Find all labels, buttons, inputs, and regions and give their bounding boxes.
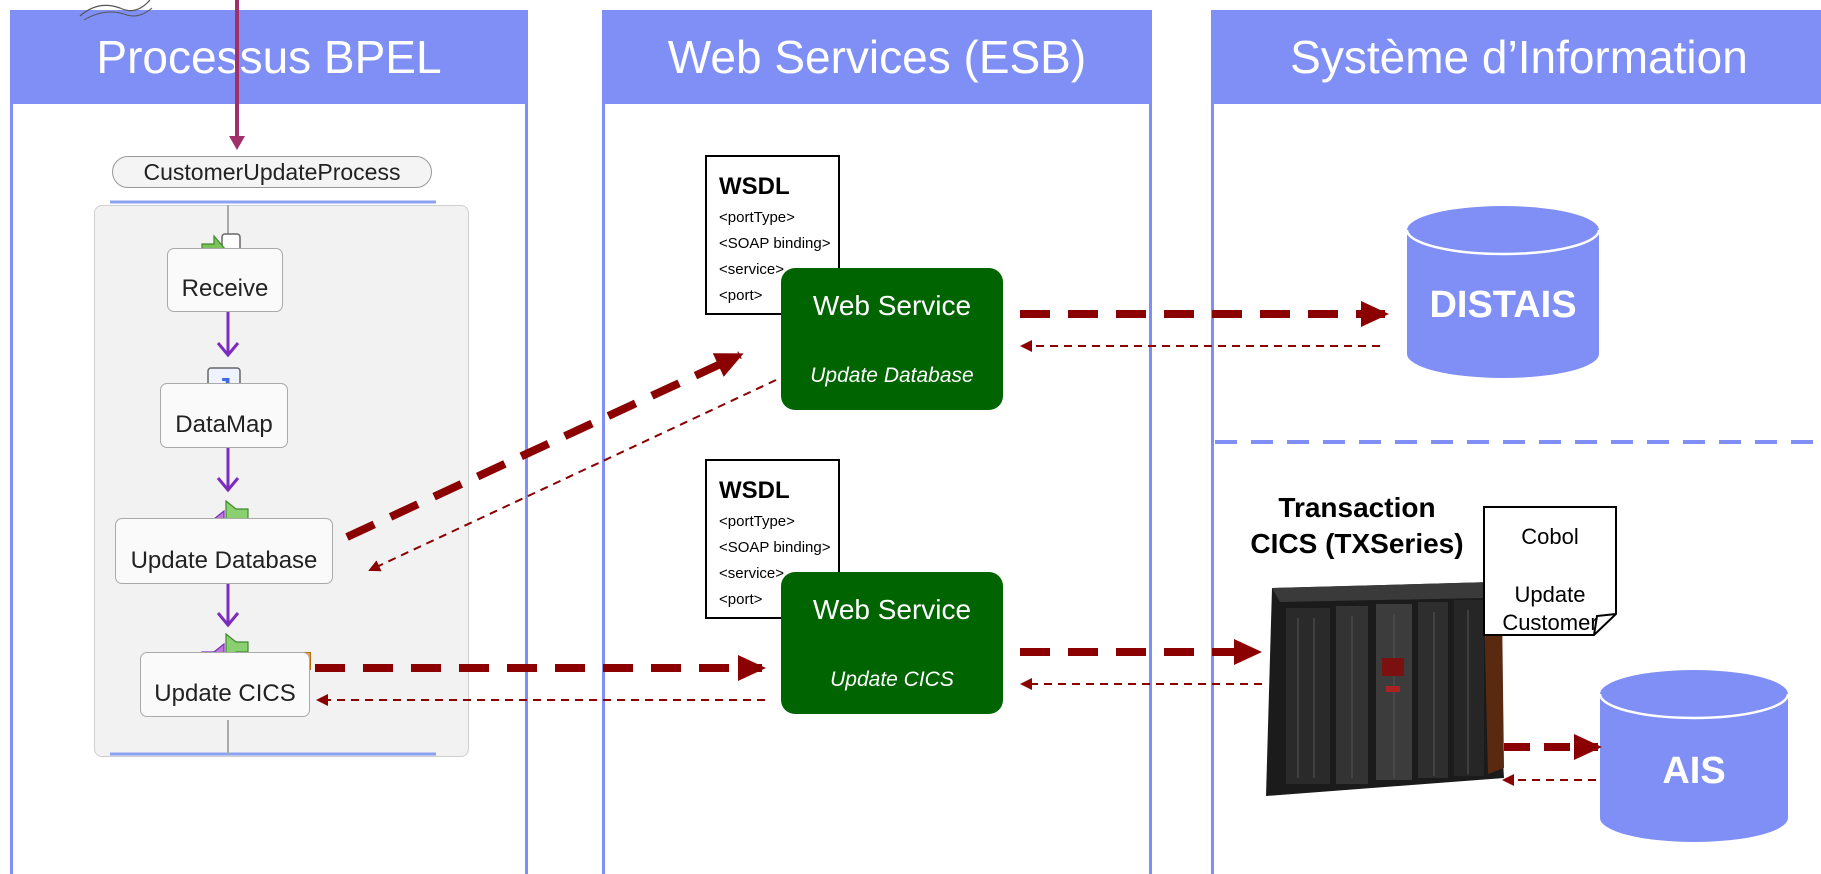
wsdl-title: WSDL — [719, 477, 790, 504]
web-service-title: Web Service — [812, 594, 972, 625]
bpel-step-receive[interactable]: Receive — [167, 248, 283, 312]
mainframe-server-icon — [1266, 582, 1504, 796]
database-ais-icon[interactable] — [1598, 668, 1790, 844]
web-service-update-database[interactable]: Web Service Update Database — [781, 268, 1003, 410]
wsdl-line: <port> — [719, 287, 763, 304]
database-ais-label: AIS — [1662, 750, 1726, 792]
cobol-note-shape — [1483, 506, 1617, 636]
bpel-step-update-database[interactable]: Update Database — [115, 518, 333, 584]
cobol-title: Cobol — [1521, 524, 1579, 549]
arrow-bpel-to-ws-db — [345, 351, 744, 541]
lane-title-si: Système d’Information — [1214, 10, 1821, 104]
cobol-line: Customer — [1502, 610, 1598, 635]
database-distais-label: DISTAIS — [1429, 284, 1577, 326]
wsdl-line: <portType> — [719, 209, 795, 226]
lane-title-esb: Web Services (ESB) — [605, 10, 1149, 104]
database-distais-icon[interactable] — [1405, 204, 1601, 380]
wsdl-title: WSDL — [719, 173, 790, 200]
arrow-ws-db-to-bpel — [368, 379, 777, 572]
wsdl-line: <SOAP binding> — [719, 235, 831, 252]
wsdl-line: <portType> — [719, 513, 795, 530]
bpel-process-name: CustomerUpdateProcess — [112, 156, 432, 188]
lane-esb: Web Services (ESB) — [602, 10, 1152, 874]
transaction-line2: CICS (TXSeries) — [1250, 528, 1464, 559]
transaction-cics-label: Transaction CICS (TXSeries) — [1232, 490, 1482, 562]
bpel-step-update-cics[interactable]: Update CICS — [140, 652, 310, 717]
wsdl-line: <SOAP binding> — [719, 539, 831, 556]
wsdl-line: <service> — [719, 261, 785, 278]
lane-title-bpel: Processus BPEL — [13, 10, 525, 104]
web-service-title: Web Service — [812, 290, 972, 321]
web-service-subtitle: Update Database — [810, 364, 974, 387]
wsdl-line: <service> — [719, 565, 785, 582]
entry-curl — [79, 0, 151, 17]
web-service-subtitle: Update CICS — [830, 668, 954, 691]
transaction-line1: Transaction — [1278, 492, 1436, 523]
web-service-update-cics[interactable]: Web Service Update CICS — [781, 572, 1003, 714]
cobol-line: Update — [1514, 582, 1586, 607]
wsdl-line: <port> — [719, 591, 763, 608]
wsdl-document-2: WSDL <portType> <SOAP binding> <service>… — [705, 459, 840, 619]
bpel-step-datamap[interactable]: DataMap — [160, 383, 288, 448]
